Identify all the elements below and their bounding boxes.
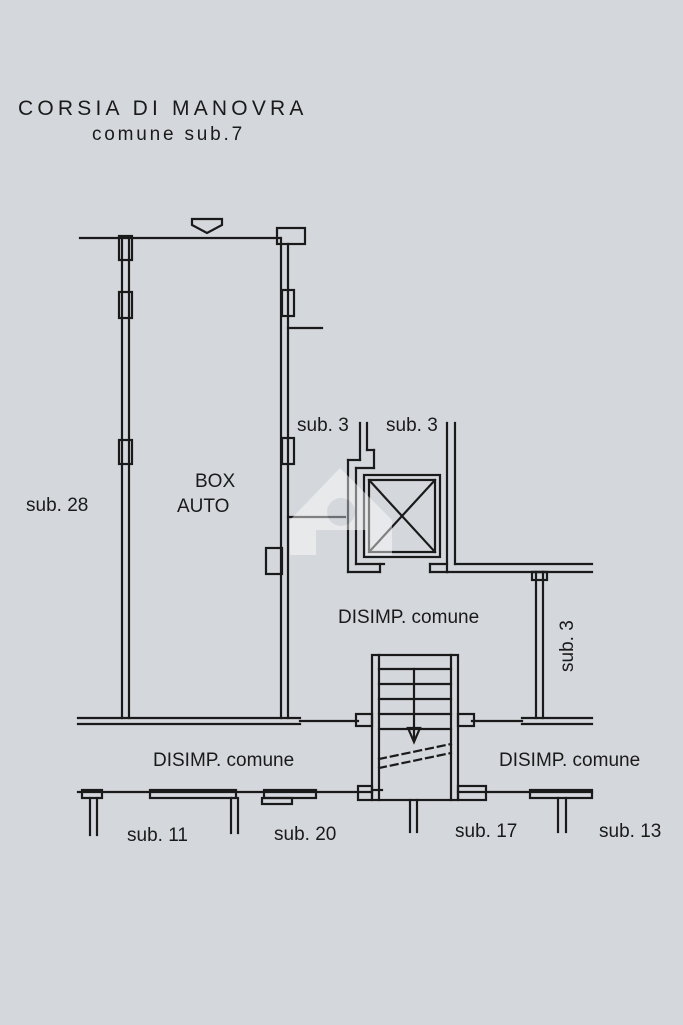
box-label-line1: BOX bbox=[195, 471, 236, 492]
sub28-label: sub. 28 bbox=[26, 495, 89, 516]
corsia-subtitle: comune sub.7 bbox=[92, 124, 245, 145]
stair-down-arrow-icon bbox=[406, 726, 422, 745]
sub3-vertical-label: sub. 3 bbox=[557, 620, 578, 672]
middle-corridor-wall bbox=[76, 712, 594, 728]
corsia-title: CORSIA DI MANOVRA bbox=[18, 97, 308, 120]
box-label-line2: AUTO bbox=[177, 496, 230, 517]
sub13-label: sub. 13 bbox=[599, 821, 662, 842]
disimp-upper-label: DISIMP. comune bbox=[338, 607, 480, 628]
bottom-corridor-wall bbox=[76, 784, 594, 837]
house-logo-watermark bbox=[290, 468, 392, 555]
sub17-label: sub. 17 bbox=[455, 821, 518, 842]
east-walls bbox=[445, 562, 594, 720]
box-right-wall bbox=[264, 226, 347, 720]
disimp-lower-right-label: DISIMP. comune bbox=[499, 750, 641, 771]
sub3-left-label: sub. 3 bbox=[297, 415, 349, 436]
box-left-wall bbox=[117, 234, 134, 720]
disimp-lower-left-label: DISIMP. comune bbox=[153, 750, 295, 771]
entrance-down-arrow-icon bbox=[190, 217, 224, 235]
lift-shaft bbox=[346, 421, 457, 574]
lift-cross-box-icon bbox=[362, 473, 442, 559]
sub20-label: sub. 20 bbox=[274, 824, 337, 845]
sub3-right-label: sub. 3 bbox=[386, 415, 438, 436]
sub11-label: sub. 11 bbox=[127, 825, 188, 846]
